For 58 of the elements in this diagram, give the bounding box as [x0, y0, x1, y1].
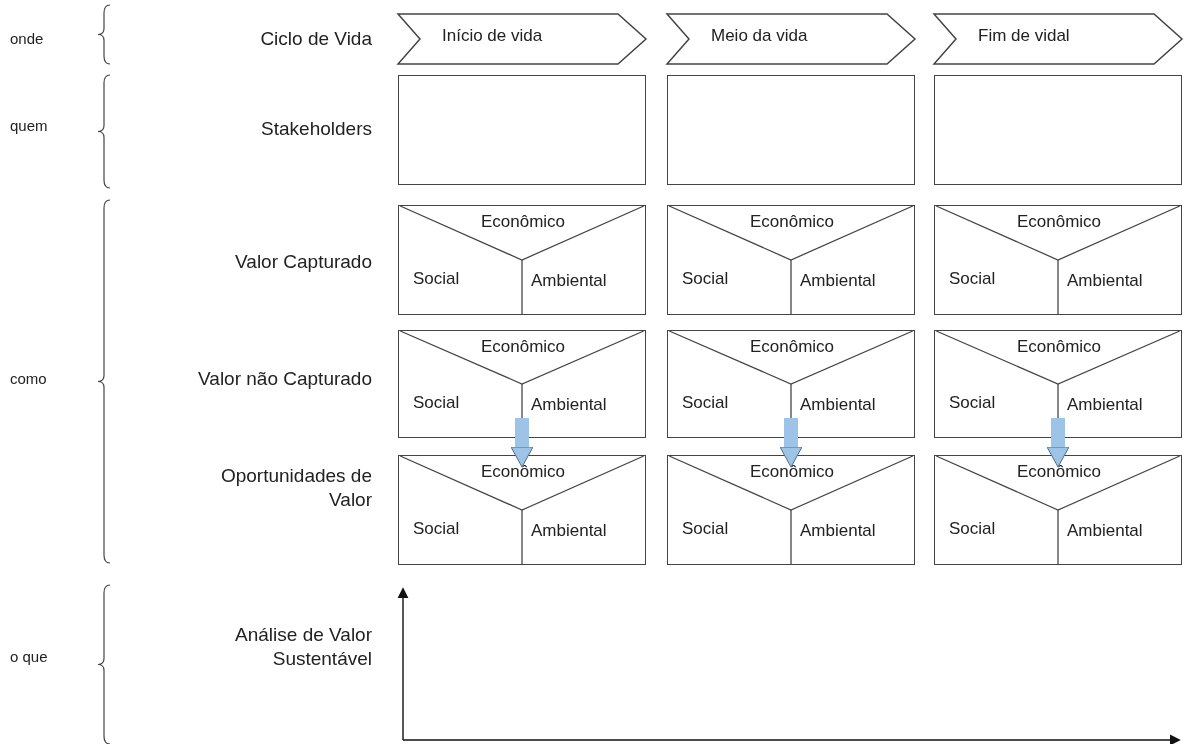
row-label: Valor Capturado: [234, 250, 372, 274]
chevron-shape: [667, 14, 915, 64]
block-arrow: [779, 418, 803, 468]
envelope-box: [398, 455, 646, 565]
social-label: Social: [949, 269, 996, 289]
stage-label: Meio da vida: [711, 26, 808, 46]
economic-label: Econômico: [1015, 337, 1103, 357]
category-label: quem: [10, 117, 49, 136]
chevron-shape: [398, 14, 646, 64]
block-arrow: [1046, 418, 1070, 468]
social-label: Social: [682, 519, 729, 539]
empty-box: [398, 75, 646, 185]
envelope-box: [934, 205, 1182, 315]
row-label: Oportunidades de Valor: [219, 464, 372, 512]
category-label: o que: [10, 648, 49, 667]
social-label: Social: [682, 269, 729, 289]
chevron-shape: [934, 14, 1182, 64]
economic-label: Econômico: [748, 462, 836, 482]
row-label: Análise de Valor Sustentável: [234, 623, 372, 671]
environmental-label: Ambiental: [531, 395, 607, 415]
environmental-label: Ambiental: [800, 395, 876, 415]
environmental-label: Ambiental: [1067, 271, 1143, 291]
envelope-box: [934, 330, 1182, 438]
envelope-box: [667, 455, 915, 565]
economic-label: Econômico: [748, 212, 836, 232]
empty-box: [934, 75, 1182, 185]
economic-label: Econômico: [748, 337, 836, 357]
row-label: Stakeholders: [260, 117, 372, 141]
row-label: Valor não Capturado: [197, 367, 372, 391]
economic-label: Econômico: [1015, 212, 1103, 232]
environmental-label: Ambiental: [1067, 395, 1143, 415]
block-arrow: [510, 418, 534, 468]
social-label: Social: [949, 393, 996, 413]
social-label: Social: [682, 393, 729, 413]
environmental-label: Ambiental: [1067, 521, 1143, 541]
envelope-box: [667, 205, 915, 315]
environmental-label: Ambiental: [800, 521, 876, 541]
empty-box: [667, 75, 915, 185]
envelope-box: [667, 330, 915, 438]
economic-label: Econômico: [479, 212, 567, 232]
stage-label: Início de vida: [442, 26, 543, 46]
environmental-label: Ambiental: [531, 271, 607, 291]
row-label: Ciclo de Vida: [259, 27, 372, 51]
stage-label: Fim de vidal: [978, 26, 1070, 46]
economic-label: Econômico: [479, 337, 567, 357]
social-label: Social: [413, 519, 460, 539]
envelope-box: [398, 330, 646, 438]
envelope-box: [398, 205, 646, 315]
envelope-box: [934, 455, 1182, 565]
environmental-label: Ambiental: [800, 271, 876, 291]
category-label: como: [10, 370, 48, 389]
social-label: Social: [949, 519, 996, 539]
economic-label: Econômico: [1015, 462, 1103, 482]
category-label: onde: [10, 30, 45, 49]
economic-label: Econômico: [479, 462, 567, 482]
social-label: Social: [413, 269, 460, 289]
environmental-label: Ambiental: [531, 521, 607, 541]
social-label: Social: [413, 393, 460, 413]
